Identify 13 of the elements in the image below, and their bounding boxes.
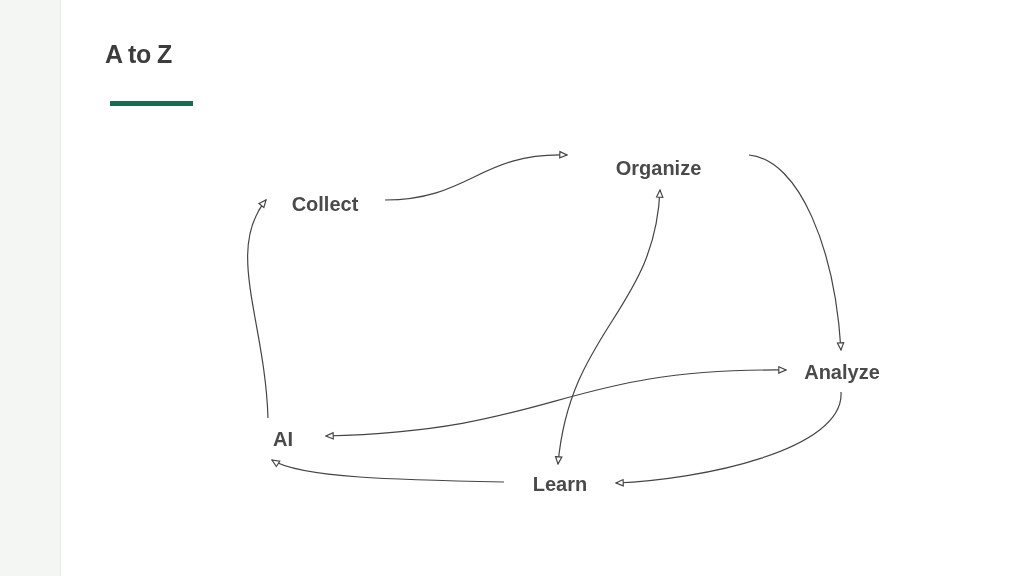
- node-label: Collect: [291, 192, 359, 216]
- curved-arrow: [384, 151, 568, 201]
- slide-title: A to Z: [105, 40, 172, 69]
- curved-arrow: [247, 199, 269, 419]
- node-label: Organize: [615, 156, 702, 180]
- curved-arrow: [271, 459, 505, 483]
- curved-arrow: [615, 391, 842, 487]
- curved-arrow: [555, 189, 663, 465]
- node-label: AI: [273, 427, 293, 451]
- node-label: Analyze: [804, 360, 880, 384]
- curved-arrow: [748, 154, 845, 351]
- node-label: Learn: [532, 472, 588, 496]
- curved-arrow: [325, 366, 787, 440]
